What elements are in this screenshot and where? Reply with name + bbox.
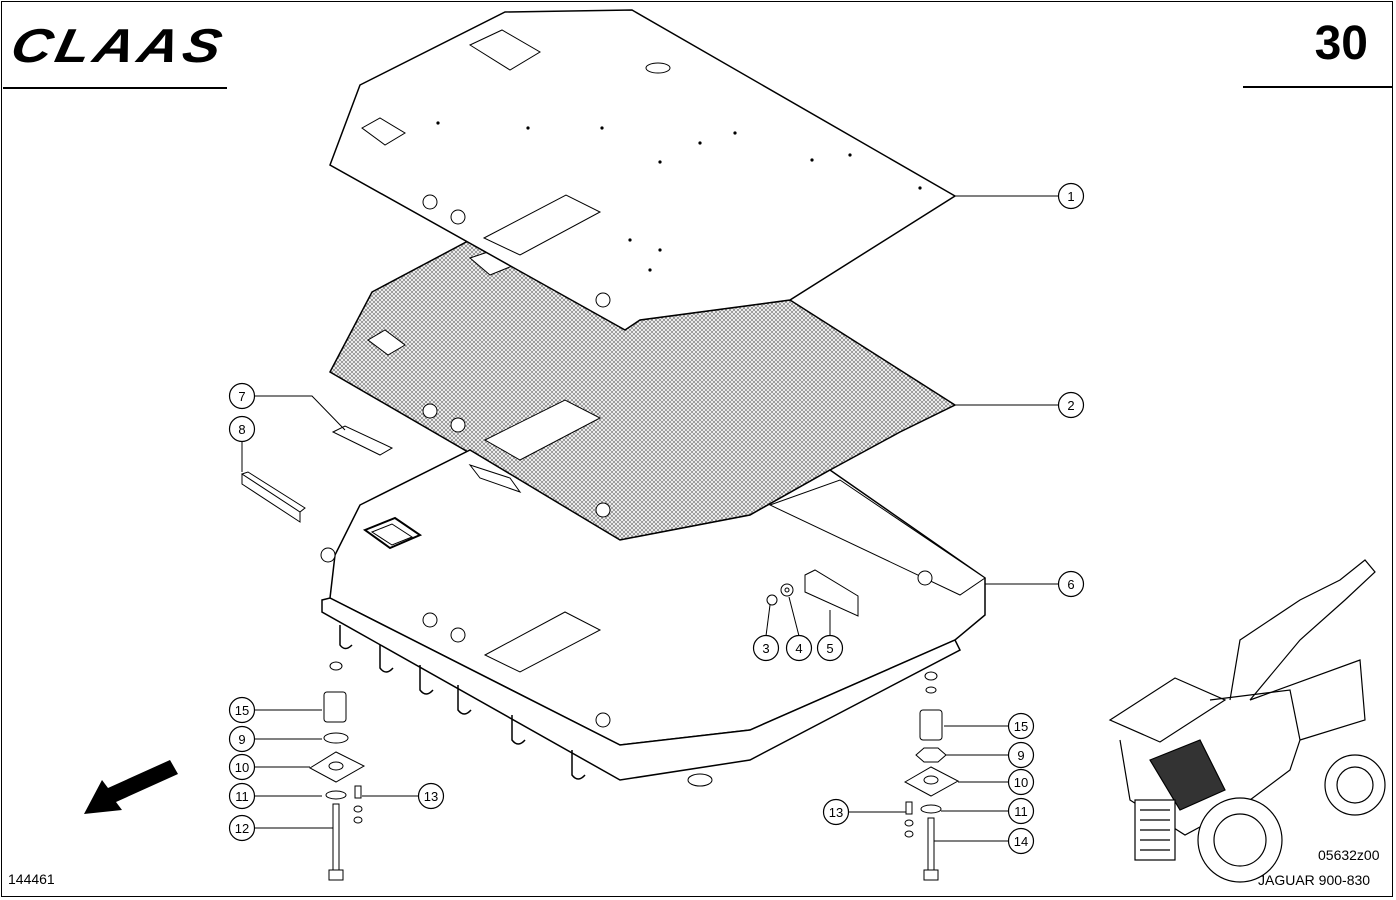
callout-10-left: 10 — [235, 760, 249, 775]
callout-9-right: 9 — [1017, 748, 1024, 763]
callout-7: 7 — [238, 389, 245, 404]
reference-code: 05632z00 — [1318, 847, 1380, 863]
direction-arrow-icon — [84, 760, 178, 814]
part-1-top-plate — [329, 9, 957, 331]
callout-balloons — [228, 182, 1085, 855]
callout-2: 2 — [1067, 398, 1074, 413]
callout-5: 5 — [826, 641, 833, 656]
left-mount-stack — [308, 661, 366, 881]
page-number: 30 — [1314, 17, 1368, 70]
callout-labels: 1 2 6 7 8 3 4 5 15 9 10 11 12 13 15 9 10… — [235, 189, 1075, 849]
callout-8: 8 — [238, 422, 245, 437]
model-name: JAGUAR 900-830 — [1258, 872, 1371, 888]
right-mount-stack — [903, 671, 960, 881]
parts-3-4-5-small-hardware — [766, 569, 859, 617]
callout-12: 12 — [235, 821, 249, 836]
callout-15-left: 15 — [235, 703, 249, 718]
header-rule-right — [1243, 86, 1393, 88]
callout-4: 4 — [795, 641, 802, 656]
leader-lines — [241, 195, 1058, 842]
part-7-bracket — [331, 425, 394, 456]
callout-13-right: 13 — [829, 805, 843, 820]
callout-11-left: 11 — [235, 789, 249, 804]
header-rule-left — [3, 87, 227, 89]
callout-11-right: 11 — [1014, 804, 1028, 819]
callout-13-left: 13 — [424, 789, 438, 804]
part-8-strip — [240, 471, 306, 523]
harvester-thumbnail-icon — [1108, 559, 1386, 883]
part-6-base-frame — [320, 449, 986, 787]
callout-1: 1 — [1067, 189, 1074, 204]
callout-3: 3 — [762, 641, 769, 656]
callout-10-right: 10 — [1014, 775, 1028, 790]
callout-6: 6 — [1067, 577, 1074, 592]
part-2-mesh-mat — [329, 239, 957, 541]
drawing-id: 144461 — [8, 871, 55, 887]
callout-9-left: 9 — [238, 732, 245, 747]
callout-15-right: 15 — [1014, 719, 1028, 734]
callout-14: 14 — [1014, 834, 1028, 849]
